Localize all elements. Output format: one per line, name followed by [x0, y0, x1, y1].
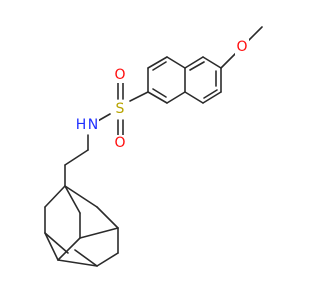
- bonds: [64, 26, 263, 187]
- atom-h-of-nh: H: [76, 117, 87, 133]
- bond-ring: [166, 91, 186, 104]
- bond-adamantane: [44, 185, 66, 208]
- bond-ring: [184, 91, 204, 104]
- atom-o-sulfonyl-1: O: [114, 67, 125, 83]
- bond-ch2-ch2: [64, 149, 89, 166]
- bond-adamantane: [96, 252, 119, 267]
- bond-ring: [202, 56, 222, 69]
- bond-adamantane: [57, 237, 81, 261]
- bond-ring: [147, 91, 168, 104]
- atom-n: N: [88, 117, 98, 133]
- bond-adamantane: [57, 259, 98, 267]
- bond-ring: [184, 56, 204, 69]
- atom-bg-nh: [77, 117, 99, 133]
- atom-bg-o-sulfonyl-2: [113, 135, 127, 151]
- atom-bg-o-sulfonyl-1: [113, 67, 127, 83]
- molecule-structure: O S O O H N: [44, 26, 263, 267]
- bond-adamantane: [74, 249, 98, 267]
- bond-ring: [147, 56, 168, 69]
- bond-adamantane: [96, 206, 119, 229]
- bond-ring-s: [129, 91, 149, 102]
- bond-ring: [166, 56, 186, 69]
- bond-adamantane: [64, 185, 81, 214]
- atom-o-sulfonyl-2: O: [114, 135, 125, 151]
- bond-ring-inner: [189, 61, 205, 71]
- bond-methyl-o: [247, 26, 263, 42]
- atom-s: S: [116, 101, 125, 117]
- bond-ring-inner: [203, 89, 218, 99]
- bond-ring-inner: [152, 88, 167, 98]
- bond-adamantane: [79, 227, 119, 239]
- bond-o-ring: [220, 52, 237, 69]
- atom-o-ether: O: [236, 39, 247, 55]
- atom-labels: O S O O H N: [76, 39, 249, 151]
- atom-bg-s: [113, 101, 127, 117]
- adamantane: [44, 185, 119, 267]
- bond-adamantane: [44, 232, 69, 254]
- bond-ring: [202, 91, 222, 104]
- bond-ring-inner: [152, 61, 167, 71]
- bond-adamantane: [64, 185, 98, 208]
- atom-bg-o-ether: [235, 39, 249, 55]
- bond-adamantane: [44, 232, 59, 261]
